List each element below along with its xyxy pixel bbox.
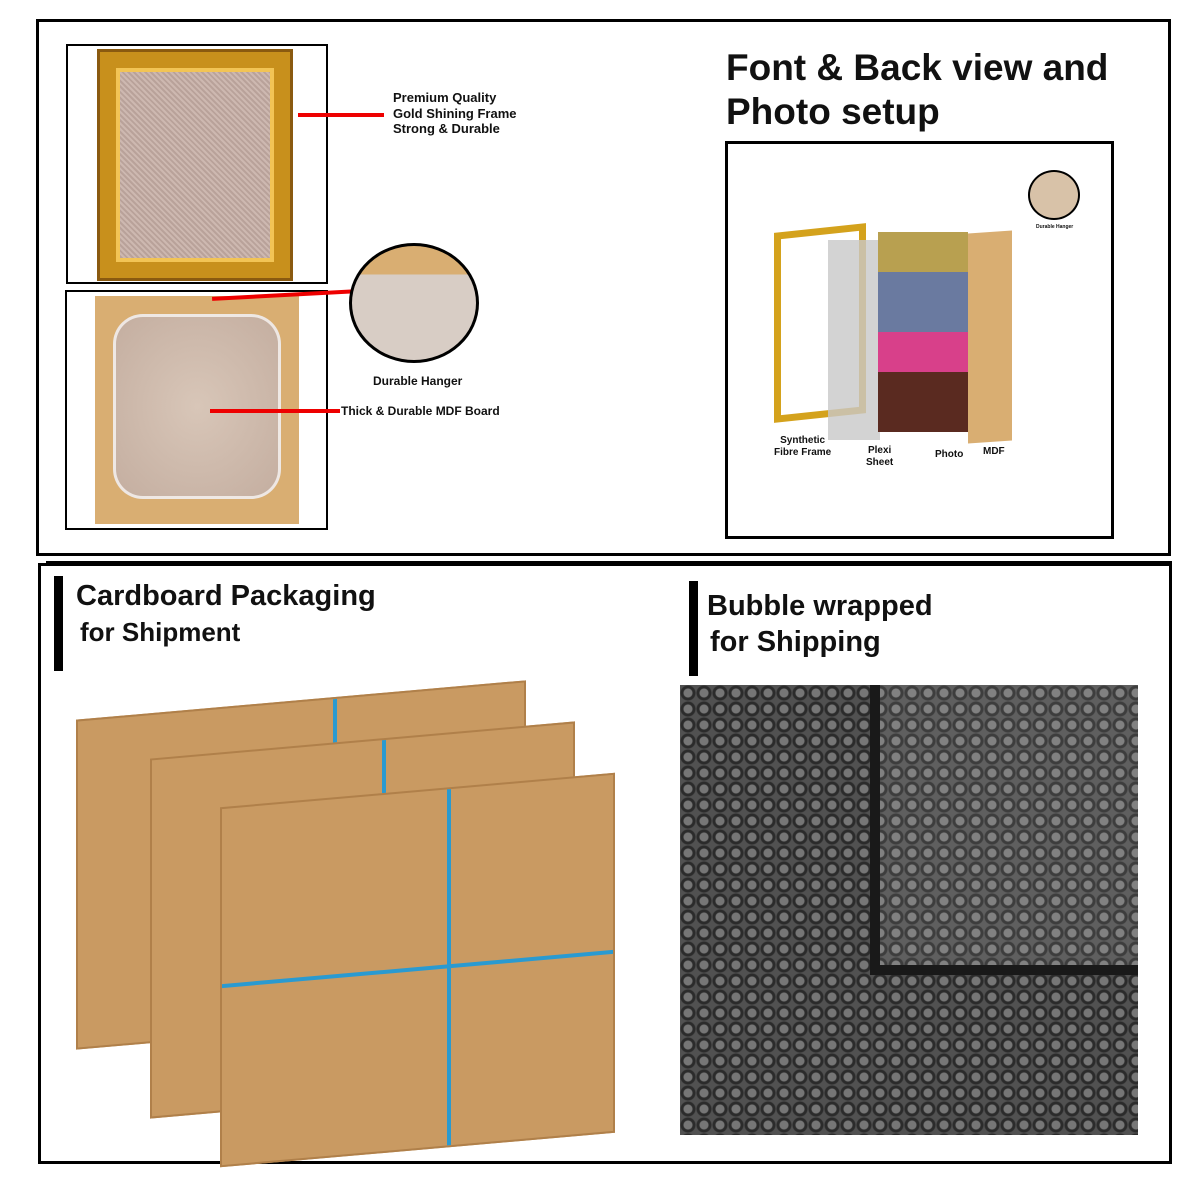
- front-frame-box: [66, 44, 328, 284]
- hanger-small-label: Durable Hanger: [1036, 224, 1074, 230]
- gold-frame-image: [100, 52, 290, 278]
- title-line: for Shipment: [80, 617, 241, 647]
- photo-image: [878, 232, 968, 432]
- label-line: Gold Shining Frame: [393, 105, 517, 121]
- label-line: Fibre Frame: [774, 447, 832, 458]
- plexi-sheet-image: [828, 240, 880, 440]
- mdf-layer-image: [968, 230, 1012, 444]
- accent-bar: [54, 576, 63, 671]
- hanger-circle: [1028, 170, 1080, 220]
- title-line: for Shipping: [710, 626, 881, 658]
- top-section: [36, 19, 1171, 556]
- layer-label-mdf: MDF: [983, 446, 1005, 457]
- cardboard-boxes-image: [70, 670, 630, 1168]
- title-line: Font & Back view and: [726, 47, 1109, 88]
- setup-title: Font & Back view and Photo setup: [726, 46, 1108, 134]
- pointer-line: [298, 113, 384, 117]
- label-line: Synthetic: [780, 435, 826, 446]
- mdf-center: [113, 314, 281, 499]
- strap: [222, 949, 613, 989]
- frame-feature-label: Premium Quality Gold Shining Frame Stron…: [393, 90, 517, 137]
- label-line: Strong & Durable: [393, 121, 500, 136]
- title-line: Cardboard Packaging: [76, 580, 376, 612]
- label-line: Sheet: [866, 457, 894, 468]
- hanger-zoom-circle: [349, 243, 479, 363]
- title-line: Bubble wrapped: [707, 590, 933, 622]
- hanger-label: Durable Hanger: [373, 374, 463, 388]
- accent-bar: [689, 581, 698, 676]
- bottom-section: [38, 563, 1172, 1164]
- label-line: Premium Quality: [393, 90, 497, 105]
- pointer-line: [210, 409, 340, 413]
- title-line: Photo setup: [726, 91, 940, 132]
- wrapped-frame-edge: [870, 685, 1138, 975]
- bubble-title: Bubble wrapped for Shipping: [707, 588, 933, 660]
- layer-label-photo: Photo: [935, 449, 964, 460]
- mdf-label: Thick & Durable MDF Board: [341, 404, 500, 418]
- divider: [46, 561, 1172, 563]
- cardboard-title: Cardboard Packaging for Shipment: [76, 578, 376, 650]
- label-line: Plexi: [867, 445, 892, 456]
- bubble-wrap-image: [680, 685, 1138, 1135]
- box: [220, 772, 615, 1168]
